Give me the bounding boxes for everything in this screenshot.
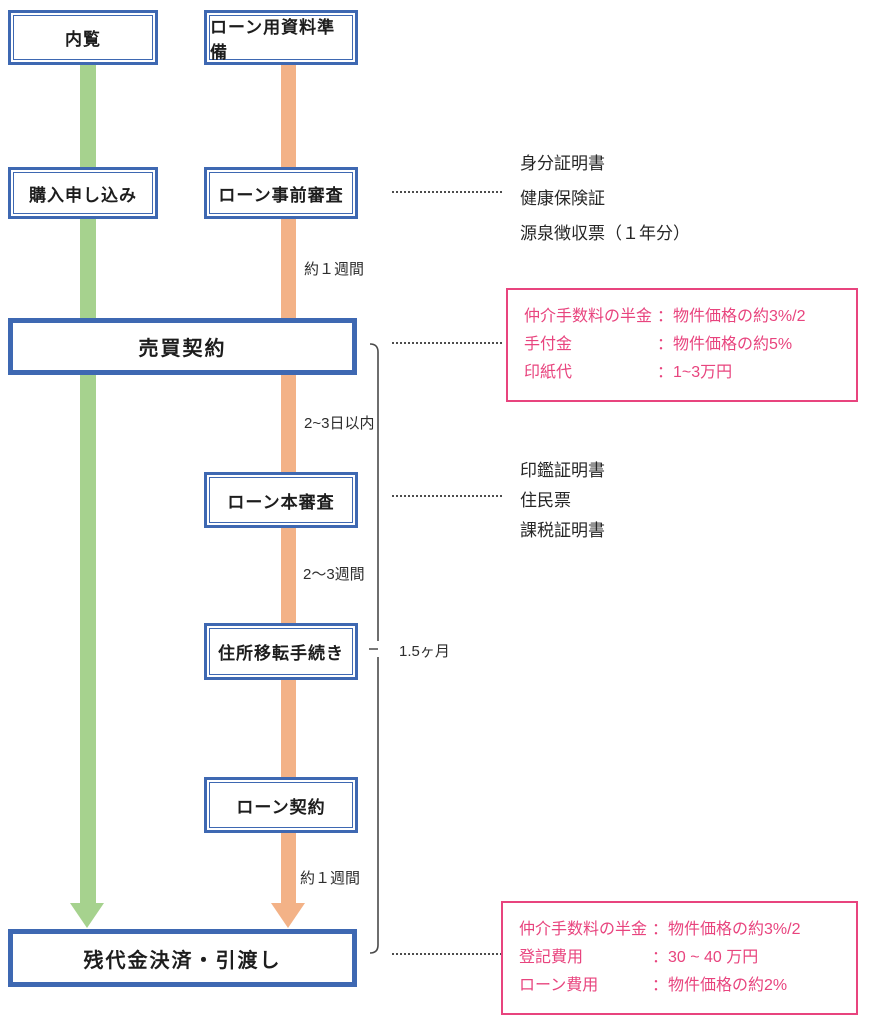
viewing-track-down-arrow-icon <box>70 903 104 928</box>
step-loan-docs-prep-label: ローン用資料準備 <box>209 15 353 62</box>
cost-value: ：物件価格の約5% <box>657 336 793 353</box>
interval-after-main-screening: 2～3週間 <box>303 566 365 583</box>
contract-costs-box: 仲介手数料の半金 ：物件価格の約3%/2 手付金 ：物件価格の約5% 印紙代 ：… <box>506 288 858 402</box>
step-purchase-application-label: 購入申し込み <box>13 172 153 214</box>
document-item: 健康保険証 <box>520 189 605 208</box>
dotted-connector-contract <box>392 342 502 344</box>
step-purchase-application: 購入申し込み <box>8 167 158 219</box>
total-duration-label: 1.5ヶ月 <box>399 643 450 660</box>
loan-track-down-arrow-icon <box>271 903 305 928</box>
milestone-final-settlement: 残代金決済・引渡し <box>8 929 357 987</box>
dotted-connector-settlement <box>392 953 502 955</box>
document-item: 住民票 <box>520 491 571 510</box>
viewing-track-line <box>80 38 96 904</box>
cost-value: ：30 ~ 40 万円 <box>652 949 759 966</box>
cost-label: 仲介手数料の半金 <box>519 921 648 938</box>
cost-label: 印紙代 <box>524 364 573 381</box>
cost-value: ：物件価格の約2% <box>652 977 788 994</box>
cost-row: ローン費用 ：物件価格の約2% <box>519 972 856 1000</box>
cost-label: 登記費用 <box>519 949 584 966</box>
milestone-final-settlement-label: 残代金決済・引渡し <box>83 949 282 972</box>
cost-label: ローン費用 <box>519 977 599 994</box>
cost-row: 手付金 ：物件価格の約5% <box>524 331 856 359</box>
cost-label: 手付金 <box>524 336 573 353</box>
document-item: 身分証明書 <box>520 154 605 173</box>
step-loan-pre-screening-label: ローン事前審査 <box>209 172 353 214</box>
cost-row: 仲介手数料の半金 ：物件価格の約3%/2 <box>524 303 856 331</box>
milestone-sales-contract-label: 売買契約 <box>138 338 227 360</box>
pre-screening-documents-list: 身分証明書 健康保険証 源泉徴収票（１年分） <box>520 146 690 251</box>
step-viewing: 内覧 <box>8 10 158 65</box>
cost-value: ：物件価格の約3%/2 <box>652 921 801 938</box>
cost-value: ：物件価格の約3%/2 <box>657 308 806 325</box>
loan-track-line <box>281 38 296 904</box>
cost-row: 仲介手数料の半金 ：物件価格の約3%/2 <box>519 916 856 944</box>
step-viewing-label: 内覧 <box>13 15 153 60</box>
settlement-costs-box: 仲介手数料の半金 ：物件価格の約3%/2 登記費用 ：30 ~ 40 万円 ロー… <box>501 901 858 1015</box>
step-loan-main-screening-label: ローン本審査 <box>209 477 353 523</box>
milestone-sales-contract: 売買契約 <box>8 318 357 375</box>
step-loan-main-screening: ローン本審査 <box>204 472 358 528</box>
step-loan-contract-label: ローン契約 <box>209 782 353 828</box>
main-screening-documents-list: 印鑑証明書 住民票 課税証明書 <box>520 456 605 546</box>
interval-after-pre-screening: 約１週間 <box>304 261 365 278</box>
step-address-transfer-label: 住所移転手続き <box>209 628 353 675</box>
dotted-connector-main-screening <box>392 495 502 497</box>
interval-after-contract: 2~3日以内 <box>304 415 375 432</box>
document-item: 印鑑証明書 <box>520 461 605 480</box>
interval-after-loan-contract: 約１週間 <box>300 870 361 887</box>
duration-bracket <box>369 343 379 954</box>
cost-row: 登記費用 ：30 ~ 40 万円 <box>519 944 856 972</box>
document-item: 課税証明書 <box>520 521 605 540</box>
document-item: 源泉徴収票（１年分） <box>520 224 690 243</box>
step-address-transfer: 住所移転手続き <box>204 623 358 680</box>
cost-row: 印紙代 ：1~3万円 <box>524 359 856 387</box>
cost-value: ：1~3万円 <box>657 364 733 381</box>
step-loan-pre-screening: ローン事前審査 <box>204 167 358 219</box>
step-loan-contract: ローン契約 <box>204 777 358 833</box>
dotted-connector-pre-screening <box>392 191 502 193</box>
step-loan-docs-prep: ローン用資料準備 <box>204 10 358 65</box>
cost-label: 仲介手数料の半金 <box>524 308 653 325</box>
